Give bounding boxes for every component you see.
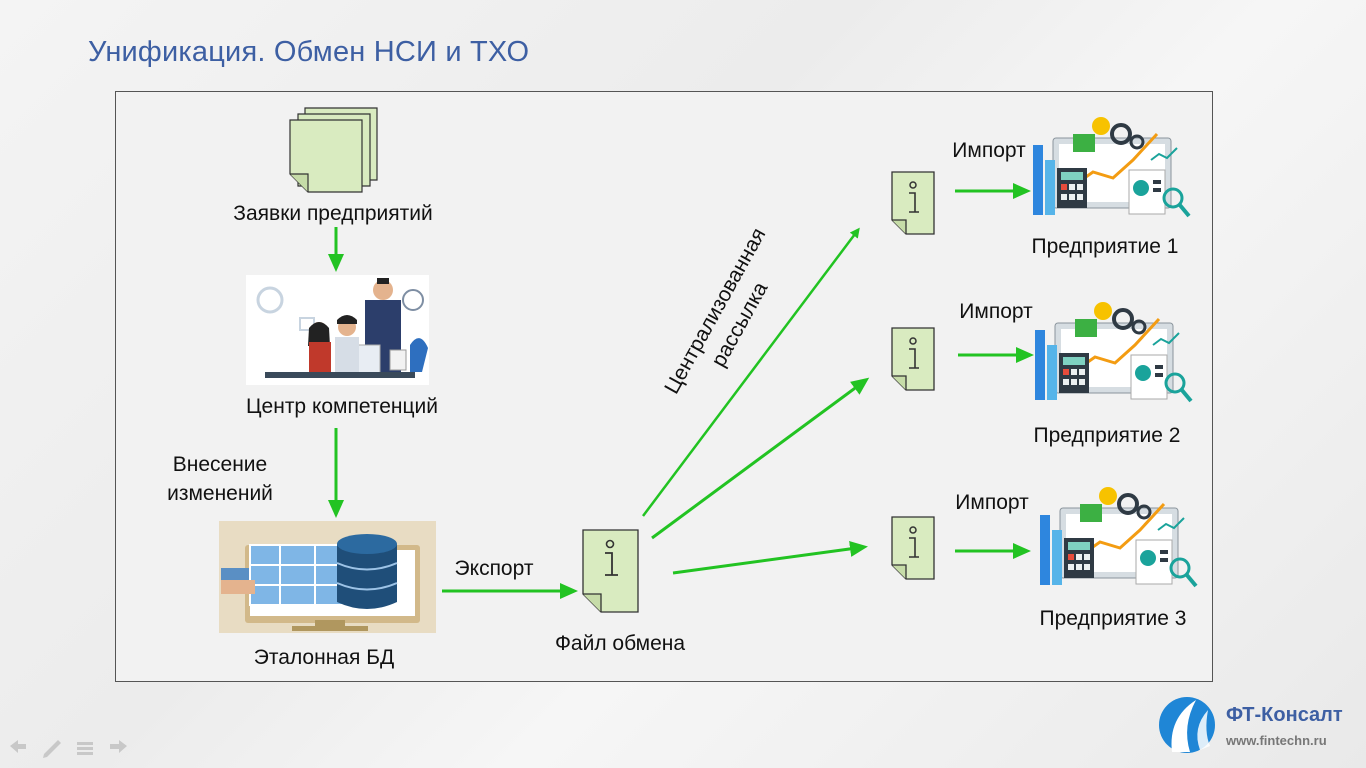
import-label-1: Импорт bbox=[952, 139, 1026, 162]
exchange-file-label: Файл обмена bbox=[554, 632, 686, 655]
export-label: Экспорт bbox=[454, 557, 534, 580]
enterprise-1-icon bbox=[1031, 115, 1191, 218]
enterprise-3-label: Предприятие 3 bbox=[1039, 607, 1187, 630]
forward-icon bbox=[110, 740, 127, 753]
arrow-to-enterprise-1 bbox=[642, 227, 860, 517]
enterprise-3-icon bbox=[1038, 485, 1198, 588]
requests-label: Заявки предприятий bbox=[233, 202, 433, 225]
company-url: www.fintechn.ru bbox=[1226, 733, 1327, 748]
pen-icon bbox=[43, 740, 61, 758]
company-name: ФТ-Консалт bbox=[1226, 704, 1343, 726]
menu-icon bbox=[77, 742, 93, 745]
requests-documents-icon bbox=[289, 107, 378, 193]
competence-center-label: Центр компетенций bbox=[246, 395, 438, 418]
import-label-3: Импорт bbox=[955, 491, 1029, 514]
arrow-to-enterprise-3 bbox=[672, 540, 868, 575]
import-label-2: Импорт bbox=[959, 300, 1033, 323]
back-icon bbox=[10, 740, 26, 753]
slide-title: Унификация. Обмен НСИ и ТХО bbox=[88, 36, 530, 68]
enterprise-1-file-icon bbox=[891, 171, 935, 235]
enterprise-2-file-icon bbox=[891, 327, 935, 391]
reference-db-label: Эталонная БД bbox=[253, 646, 395, 669]
arrow-to-enterprise-2 bbox=[651, 377, 870, 540]
database-illustration bbox=[219, 521, 436, 633]
enterprise-1-label: Предприятие 1 bbox=[1031, 235, 1179, 258]
changes-label: Внесение изменений bbox=[167, 453, 273, 505]
team-illustration bbox=[246, 275, 429, 385]
company-logo-icon bbox=[1159, 697, 1215, 753]
enterprise-2-icon bbox=[1033, 300, 1193, 403]
exchange-file-icon bbox=[582, 529, 639, 613]
enterprise-3-file-icon bbox=[891, 516, 935, 580]
enterprise-2-label: Предприятие 2 bbox=[1033, 424, 1181, 447]
